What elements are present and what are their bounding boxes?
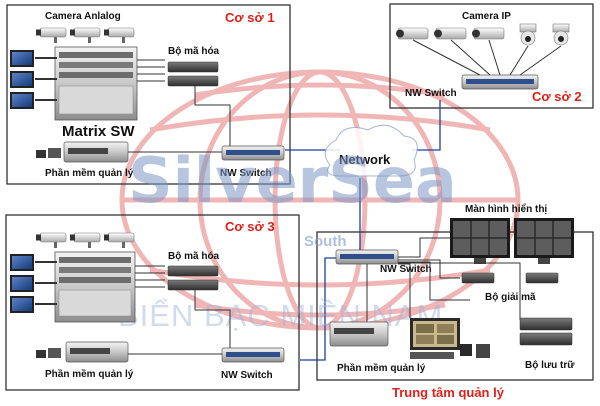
storage-device <box>519 317 573 346</box>
matrix-switch-device <box>35 46 138 121</box>
watermark-slogan: BIỂN BẠC MIỀN NAM <box>118 298 443 333</box>
recorder-device <box>65 341 129 363</box>
site1-software-label: Phần mềm quản lý <box>45 167 134 179</box>
monitor-stack <box>10 254 34 313</box>
center-server-device <box>329 321 389 347</box>
ip-camera-group <box>396 23 570 46</box>
watermark-globe <box>119 69 521 331</box>
site3-software-label: Phần mềm quản lý <box>45 368 134 380</box>
ip-camera-icon <box>434 27 467 40</box>
analog-camera-icon <box>36 27 67 43</box>
site1-camera-label: Camera Anlalog <box>45 11 121 22</box>
workstation-keyboard <box>410 344 490 359</box>
site2-switch-label: NW Switch <box>405 88 457 99</box>
workstation-monitor <box>410 318 460 350</box>
site3-internal-links <box>128 290 231 355</box>
analog-camera-group <box>36 27 135 43</box>
center-display-label: Màn hình hiển thị <box>465 203 547 215</box>
site3-switch-device <box>221 347 285 363</box>
analog-camera-icon <box>36 232 67 248</box>
center-software-label: Phần mềm quản lý <box>337 362 426 374</box>
site1-internal-links <box>128 86 231 153</box>
monitor-stack <box>10 50 34 109</box>
display-wall <box>450 218 574 264</box>
site1-frame <box>6 4 291 185</box>
watermark-brand-sub: South <box>304 233 347 250</box>
recorder-device <box>63 141 129 163</box>
analog-camera-icon <box>70 27 101 43</box>
site1-matrix-label: Matrix SW <box>62 123 135 140</box>
network-label: Network <box>339 152 391 167</box>
matrix-encoder-links <box>135 265 165 288</box>
network-links <box>285 100 441 361</box>
dome-camera-icon <box>519 23 537 46</box>
site3-encoder-label: Bộ mã hóa <box>168 251 220 262</box>
watermark-brand: SilverSea <box>128 144 457 217</box>
control-keyboard-icon <box>36 148 61 158</box>
network-cloud <box>324 124 418 177</box>
site3-switch-label: NW Switch <box>221 370 273 381</box>
center-decoder-label: Bộ giải mã <box>485 292 536 303</box>
center-switch-label: NW Switch <box>380 264 432 275</box>
analog-camera-icon <box>70 232 101 248</box>
matrix-encoder-links <box>137 59 165 82</box>
site3-title: Cơ sở 3 <box>225 219 275 234</box>
ip-camera-icon <box>396 27 429 40</box>
encoder-device <box>167 265 219 291</box>
site2-switch-device <box>461 74 539 90</box>
encoder-device <box>167 61 219 87</box>
site1-switch-label: NW Switch <box>220 168 272 179</box>
analog-camera-icon <box>104 232 135 248</box>
site1-title: Cơ sở 1 <box>225 10 275 25</box>
site2-camera-label: Camera IP <box>462 11 511 22</box>
decoder-device <box>461 272 559 284</box>
ip-camera-links <box>412 39 562 76</box>
ip-camera-icon <box>472 27 505 40</box>
dome-camera-icon <box>552 23 570 46</box>
center-storage-label: Bộ lưu trữ <box>525 360 575 371</box>
site1-encoder-label: Bộ mã hóa <box>168 46 220 57</box>
center-title: Trung tâm quản lý <box>392 385 505 400</box>
site1-switch-device <box>221 145 285 161</box>
control-keyboard-icon <box>36 348 61 358</box>
center-switch-device <box>335 249 399 265</box>
site2-frame <box>389 3 594 109</box>
matrix-switch-device <box>35 251 136 323</box>
site3-frame <box>5 214 300 391</box>
site2-title: Cơ sở 2 <box>532 89 582 104</box>
analog-camera-group <box>36 232 135 248</box>
center-internal-links <box>366 237 521 322</box>
analog-camera-icon <box>104 27 135 43</box>
